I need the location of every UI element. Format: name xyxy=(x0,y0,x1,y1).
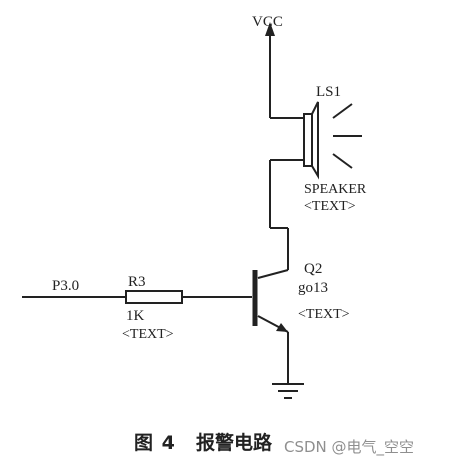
input-label: P3.0 xyxy=(52,278,79,294)
speaker-ref: LS1 xyxy=(316,84,341,100)
resistor-r3 xyxy=(125,290,183,304)
resistor-value: 1K xyxy=(126,308,145,324)
speaker-cone xyxy=(311,101,319,180)
watermark: CSDN @电气_空空 xyxy=(284,438,415,456)
ground-icon xyxy=(272,383,304,399)
speaker-value: SPEAKER xyxy=(304,182,367,197)
speaker-body xyxy=(303,113,313,167)
speaker-extra: <TEXT> xyxy=(304,199,356,214)
transistor-value: go13 xyxy=(298,280,328,296)
figure-caption: 图 4 报警电路 CSDN @电气_空空 xyxy=(0,424,457,460)
transistor-extra: <TEXT> xyxy=(298,307,350,322)
resistor-extra: <TEXT> xyxy=(122,327,174,342)
resistor-ref: R3 xyxy=(128,274,146,290)
vcc-supply xyxy=(265,22,304,119)
vcc-label: VCC xyxy=(252,14,283,30)
emitter-arrow xyxy=(276,323,288,332)
transistor-q2 xyxy=(252,270,289,384)
sound-wave-lower xyxy=(332,153,353,169)
transistor-ref: Q2 xyxy=(304,261,322,277)
figure-number: 图 4 xyxy=(134,432,176,454)
vcc-arrow xyxy=(265,22,275,36)
collector-wire xyxy=(257,159,304,279)
figure-title: 报警电路 xyxy=(196,432,273,454)
speaker-ls1 xyxy=(303,101,362,180)
sound-wave-upper xyxy=(332,103,353,119)
alarm-circuit-schematic: VCC LS1 SPEAKER <TEXT> P3.0 R3 1K xyxy=(22,14,367,399)
